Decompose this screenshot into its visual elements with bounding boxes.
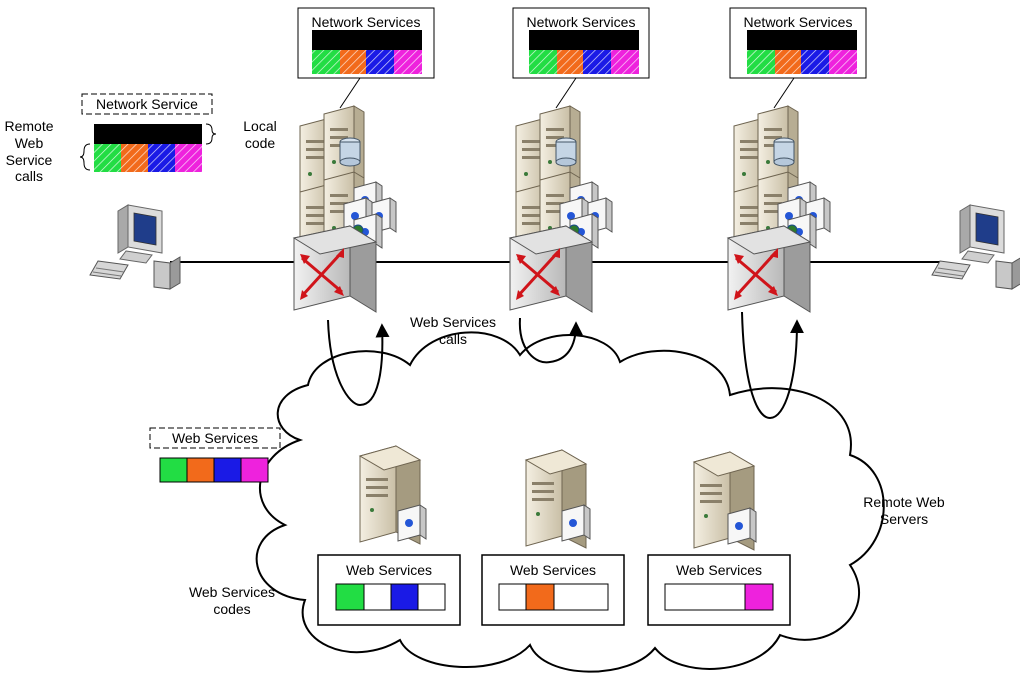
network-service-legend-title: Network Service [96, 96, 198, 112]
network-service-legend [79, 93, 217, 172]
network-services-title-3: Network Services [743, 14, 853, 30]
network-services-box-3 [729, 7, 867, 79]
web-services-box-title-1: Web Services [345, 562, 433, 578]
network-node-1 [294, 106, 396, 312]
remote-server-2 [525, 449, 591, 549]
web-services-legend-title: Web Services [171, 430, 259, 446]
remote-server-1 [359, 445, 427, 545]
client-computer-left-icon [89, 204, 181, 290]
brace-left [79, 143, 91, 171]
web-services-box-title-3: Web Services [675, 562, 763, 578]
network-node-2 [510, 106, 612, 312]
call-loop-3 [741, 311, 804, 420]
web-services-box-3 [647, 554, 791, 626]
network-node-3 [728, 106, 830, 312]
local-code-label: Local code [243, 118, 277, 151]
web-services-codes-label: Web Services codes [188, 584, 276, 617]
client-computer-right-icon [931, 204, 1020, 290]
network-services-title-2: Network Services [526, 14, 636, 30]
call-loop-2 [518, 317, 583, 364]
web-services-box-1 [317, 554, 461, 626]
remote-web-servers-label: Remote Web Servers [863, 494, 945, 527]
brace-right [205, 123, 217, 145]
web-services-calls-label: Web Services calls [409, 314, 497, 347]
call-loop-1 [327, 319, 390, 407]
web-services-box-title-2: Web Services [509, 562, 597, 578]
network-services-box-2 [512, 7, 650, 79]
network-services-title-1: Network Services [311, 14, 421, 30]
remote-server-3 [693, 451, 757, 551]
web-services-legend [149, 427, 281, 483]
web-services-box-2 [481, 554, 625, 626]
network-services-box-1 [297, 7, 435, 79]
remote-web-service-calls-label: Remote Web Service calls [4, 118, 54, 185]
